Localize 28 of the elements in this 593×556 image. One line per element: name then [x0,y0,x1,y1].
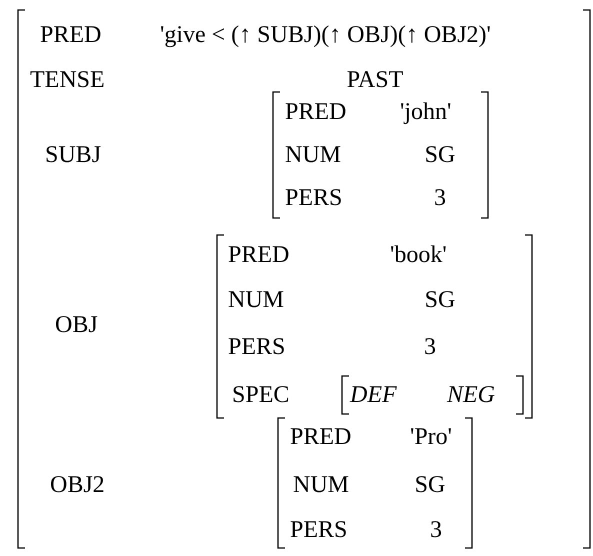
matrix-label: OBJ [55,313,98,337]
matrix-label: SG [424,288,456,312]
matrix-label: PAST [346,68,404,92]
matrix-label: PRED [228,243,290,267]
matrix-label: SUBJ [45,143,102,167]
matrix-label: SG [414,473,446,497]
matrix-label: SPEC [232,383,290,407]
matrix-label: NUM [228,288,284,312]
matrix-label: NEG [447,383,495,407]
matrix-label: TENSE [30,68,105,92]
matrix-label: 'give < (↑ SUBJ)(↑ OBJ)(↑ OBJ2)' [160,23,491,47]
matrix-label: PERS [285,186,342,210]
matrix-label: NUM [285,143,342,167]
matrix-label: PRED [40,23,102,47]
matrix-label: OBJ2 [50,473,105,497]
matrix-label: 3 [434,186,446,210]
matrix-label: 3 [424,335,436,359]
matrix-label: PRED [290,425,352,449]
matrix-label: SG [424,143,456,167]
matrix-label: 'Pro' [410,425,452,449]
matrix-label: 'book' [390,243,447,267]
matrix-label: PERS [290,518,348,542]
matrix-label: PRED [285,100,346,124]
matrix-label: DEF [350,383,397,407]
matrix-label: 'john' [400,100,452,124]
matrix-label: NUM [293,473,350,497]
matrix-label: PERS [228,335,286,359]
matrix-label: 3 [430,518,442,542]
